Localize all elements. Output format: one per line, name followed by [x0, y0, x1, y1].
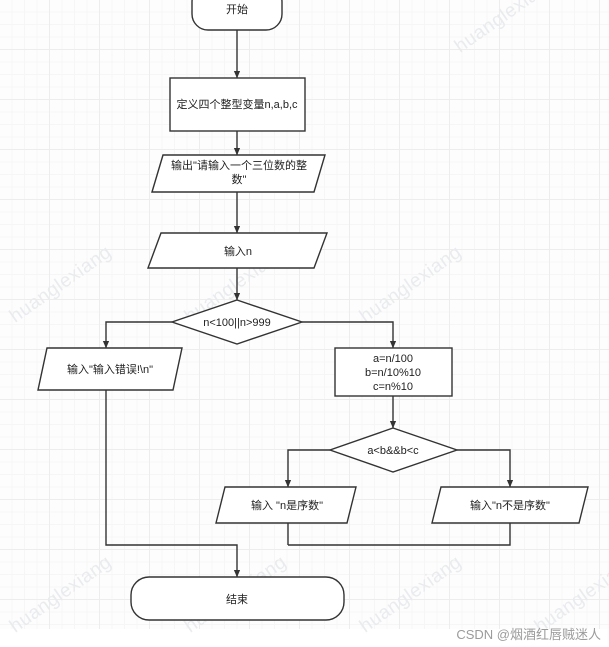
end-shape	[130, 576, 345, 621]
connector-ascending-true-to-yes	[284, 449, 330, 488]
no-out-shape	[431, 486, 589, 524]
error-out-label: 输入"输入错误!\n"	[67, 362, 153, 376]
prompt-label-line1: 输出"请输入一个三位数的整	[171, 158, 307, 172]
end-label: 结束	[226, 593, 248, 606]
split-digits-line3: c=n%10	[373, 381, 413, 393]
node-input-n[interactable]: 输入n	[146, 232, 329, 269]
start-label: 开始	[226, 2, 248, 16]
declare-label: 定义四个整型变量n,a,b,c	[176, 97, 298, 111]
input-n-label: 输入n	[224, 244, 252, 258]
yes-out-shape	[215, 486, 357, 524]
node-start[interactable]: 开始	[191, 0, 283, 31]
split-digits-line1: a=n/100	[373, 353, 413, 365]
range-check-shape	[169, 299, 305, 345]
error-out-shape	[37, 347, 183, 391]
ascending-check-label: a<b&&b<c	[367, 445, 419, 457]
node-split-digits[interactable]: a=n/100 b=n/10%10 c=n%10	[334, 347, 453, 397]
start-shape	[191, 0, 283, 31]
prompt-label-line2: 数"	[232, 173, 247, 186]
node-range-check[interactable]: n<100||n>999	[169, 299, 305, 345]
connector-rangecheck-false-to-split	[302, 321, 397, 349]
connector-error-to-end	[105, 390, 241, 578]
csdn-credit: CSDN @烟酒红唇贼迷人	[456, 627, 601, 642]
connector-ascending-false-to-no	[457, 449, 514, 488]
yes-out-label: 输入 "n是序数"	[251, 498, 323, 512]
prompt-shape	[151, 154, 326, 193]
split-digits-line2: b=n/10%10	[365, 367, 421, 379]
node-yes-out[interactable]: 输入 "n是序数"	[215, 486, 357, 524]
node-declare[interactable]: 定义四个整型变量n,a,b,c	[169, 77, 306, 132]
node-no-out[interactable]: 输入"n不是序数"	[431, 486, 589, 524]
node-prompt[interactable]: 输出"请输入一个三位数的整 数"	[151, 154, 326, 193]
node-end[interactable]: 结束	[130, 576, 345, 621]
split-digits-shape	[334, 347, 453, 397]
connector-rangecheck-true-to-error	[102, 321, 172, 349]
node-error-out[interactable]: 输入"输入错误!\n"	[37, 347, 183, 391]
connector-no-to-merge	[288, 523, 511, 546]
input-n-shape	[146, 232, 329, 269]
bottom-white-strip	[0, 629, 609, 647]
no-out-label: 输入"n不是序数"	[470, 498, 550, 512]
node-ascending-check[interactable]: a<b&&b<c	[327, 427, 460, 473]
range-check-label: n<100||n>999	[203, 317, 271, 329]
ascending-check-shape	[327, 427, 460, 473]
declare-shape	[169, 77, 306, 132]
connector-layer	[102, 30, 514, 578]
